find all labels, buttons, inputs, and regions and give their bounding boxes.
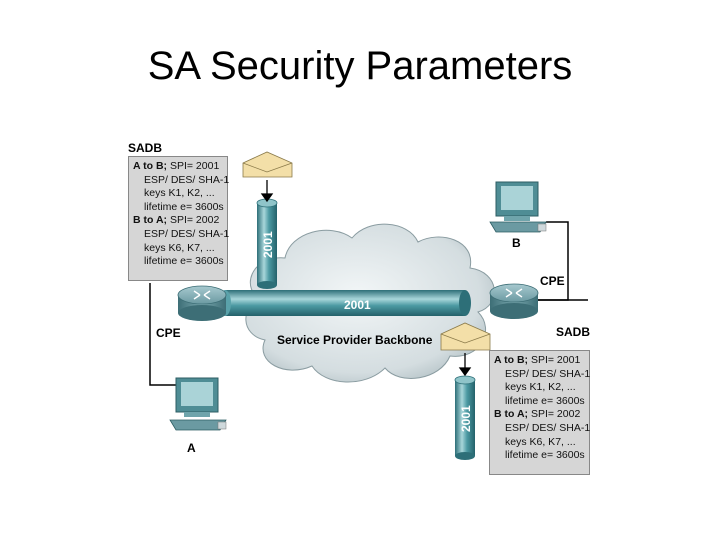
- envelope-icon: [242, 151, 293, 178]
- sadb-entry-lifetime: lifetime e= 3600s: [505, 394, 585, 407]
- sadb-entry-keys: keys K6, K7, ...: [144, 241, 215, 254]
- sadb-entry-header: B to A; SPI= 2002: [133, 214, 220, 227]
- pipe-right-spi-label: 2001: [459, 405, 473, 432]
- arrow-down-icon: [260, 180, 472, 377]
- cpe-label-left: CPE: [156, 326, 181, 340]
- pipe-left-spi-label: 2001: [261, 231, 275, 258]
- sadb-table-left: A to B; SPI= 2001 ESP/ DES/ SHA-1 keys K…: [128, 156, 230, 281]
- sadb-entry-keys: keys K6, K7, ...: [505, 435, 576, 448]
- sadb-entry-algo: ESP/ DES/ SHA-1: [144, 227, 230, 240]
- sadb-entry-header: A to B; SPI= 2001: [494, 354, 581, 366]
- sadb-entry-header: B to A; SPI= 2002: [494, 408, 581, 421]
- vertical-pipe-right: [454, 375, 476, 460]
- router-icon: [489, 283, 539, 319]
- sadb-entry-lifetime: lifetime e= 3600s: [144, 255, 224, 268]
- envelope-icon: [440, 322, 491, 351]
- computer-icon: [169, 377, 227, 431]
- host-a-label: A: [187, 441, 196, 455]
- sadb-label-right: SADB: [556, 325, 590, 339]
- sadb-entry-keys: keys K1, K2, ...: [144, 187, 215, 200]
- sadb-entry-algo: ESP/ DES/ SHA-1: [144, 173, 230, 186]
- computer-icon: [489, 181, 547, 233]
- sadb-entry-algo: ESP/ DES/ SHA-1: [505, 367, 591, 380]
- sadb-entry-algo: ESP/ DES/ SHA-1: [505, 421, 591, 434]
- vertical-pipe-left: [256, 198, 278, 289]
- sadb-label-left: SADB: [128, 141, 162, 155]
- sadb-entry-lifetime: lifetime e= 3600s: [144, 200, 224, 213]
- cpe-label-right: CPE: [540, 274, 565, 288]
- host-b-label: B: [512, 236, 521, 250]
- router-icon: [177, 285, 227, 321]
- sadb-entry-header: A to B; SPI= 2001: [133, 160, 220, 172]
- sadb-table-right: A to B; SPI= 2001 ESP/ DES/ SHA-1 keys K…: [489, 350, 590, 475]
- sadb-entry-lifetime: lifetime e= 3600s: [505, 449, 585, 462]
- sadb-entry-keys: keys K1, K2, ...: [505, 381, 576, 394]
- tunnel-spi-label: 2001: [344, 298, 371, 312]
- slide-title: SA Security Parameters: [147, 44, 573, 88]
- backbone-label: Service Provider Backbone: [277, 333, 433, 347]
